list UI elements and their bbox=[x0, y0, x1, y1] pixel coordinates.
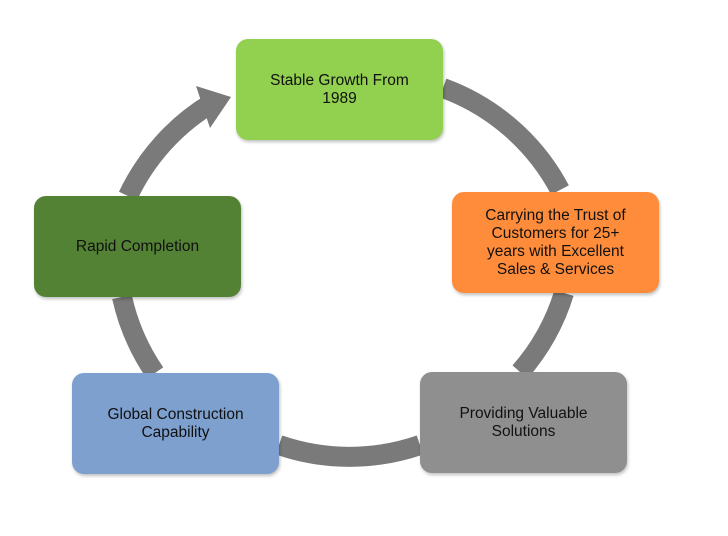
ring-arc-1-2 bbox=[439, 78, 569, 195]
ring-arc-4-5 bbox=[112, 294, 164, 379]
step-rapid-completion-label: Rapid Completion bbox=[75, 237, 200, 255]
step-valuable-solutions-label: Providing Valuable Solutions bbox=[459, 404, 588, 440]
step-stable-growth-label: Stable Growth From 1989 bbox=[270, 71, 409, 107]
ring-arc-2-3 bbox=[512, 289, 574, 379]
ring-arc-3-4 bbox=[275, 435, 424, 467]
step-global-construction-label: Global Construction Capability bbox=[107, 405, 244, 441]
ring-arc-5-1 bbox=[118, 94, 218, 201]
step-valuable-solutions: Providing Valuable Solutions bbox=[420, 372, 627, 473]
step-customer-trust-label: Carrying the Trust of Customers for 25+ … bbox=[485, 206, 626, 278]
step-customer-trust: Carrying the Trust of Customers for 25+ … bbox=[452, 192, 659, 293]
cycle-arrowhead bbox=[196, 86, 231, 128]
step-global-construction: Global Construction Capability bbox=[72, 373, 279, 474]
step-rapid-completion: Rapid Completion bbox=[34, 196, 241, 297]
step-stable-growth: Stable Growth From 1989 bbox=[236, 39, 443, 140]
